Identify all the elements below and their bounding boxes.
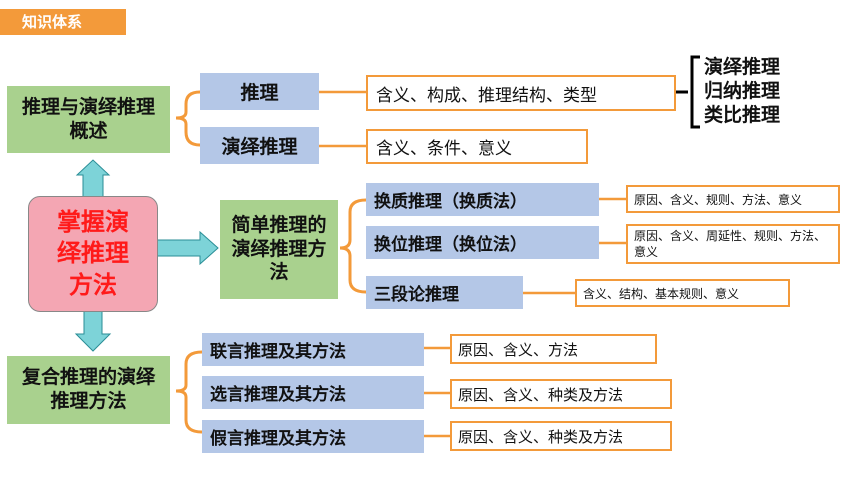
center-topic-text: 掌握演绎推理方法: [57, 208, 129, 299]
item-yanyi: 演绎推理: [200, 127, 319, 164]
item-xuanyan-label: 选言推理及其方法: [210, 385, 346, 405]
item-lianyan-label: 联言推理及其方法: [210, 342, 346, 362]
brace-s1: [175, 90, 201, 147]
detail-tuili-text: 含义、构成、推理结构、类型: [376, 85, 597, 106]
item-tuili-label: 推理: [240, 82, 279, 104]
detail-huanzhi-text: 原因、含义、规则、方法、意义: [634, 192, 803, 207]
brace-s2: [339, 198, 367, 294]
brace-types: [690, 55, 700, 129]
type-deductive: 演绎推理: [704, 56, 781, 78]
types-list: 演绎推理 归纳推理 类比推理: [704, 55, 780, 127]
section-simple-label: 简单推理的演绎推理方法: [220, 200, 338, 299]
item-huanzhi-label: 换质推理（换质法）: [374, 192, 527, 212]
brace-s3: [175, 350, 203, 434]
section-compound-label: 复合推理的演绎推理方法: [7, 356, 170, 424]
detail-yanyi-text: 含义、条件、意义: [376, 139, 512, 159]
item-sanduanlun: 三段论推理: [366, 276, 523, 309]
item-jiayan-label: 假言推理及其方法: [210, 429, 346, 449]
detail-tuili: 含义、构成、推理结构、类型: [366, 75, 676, 111]
detail-huanwei-text: 原因、含义、周延性、规则、方法、意义: [634, 229, 827, 259]
detail-jiayan: 原因、含义、种类及方法: [450, 421, 672, 451]
item-huanwei-label: 换位推理（换位法）: [374, 235, 527, 255]
detail-huanwei: 原因、含义、周延性、规则、方法、意义: [626, 224, 840, 264]
section-simple-text: 简单推理的演绎推理方法: [231, 213, 327, 284]
detail-jiayan-text: 原因、含义、种类及方法: [458, 427, 624, 446]
detail-xuanyan: 原因、含义、种类及方法: [450, 379, 672, 409]
detail-huanzhi: 原因、含义、规则、方法、意义: [626, 185, 840, 213]
arrow-down: [74, 310, 112, 352]
detail-lianyan: 原因、含义、方法: [450, 334, 657, 364]
item-lianyan: 联言推理及其方法: [202, 333, 424, 366]
item-yanyi-label: 演绎推理: [221, 136, 298, 158]
header-tag: 知识体系: [0, 9, 126, 35]
arrow-right: [154, 230, 219, 266]
item-huanwei: 换位推理（换位法）: [366, 226, 599, 259]
item-huanzhi: 换质推理（换质法）: [366, 183, 599, 216]
item-jiayan: 假言推理及其方法: [202, 420, 424, 453]
detail-xuanyan-text: 原因、含义、种类及方法: [458, 385, 624, 404]
item-xuanyan: 选言推理及其方法: [202, 376, 424, 409]
detail-sanduanlun-text: 含义、结构、基本规则、意义: [583, 286, 740, 301]
type-analogical: 类比推理: [704, 104, 781, 126]
section-compound-text: 复合推理的演绎推理方法: [21, 366, 155, 412]
section-overview-label: 推理与演绎推理概述: [7, 86, 170, 153]
item-tuili: 推理: [200, 73, 319, 110]
center-topic: 掌握演绎推理方法: [28, 196, 158, 312]
item-sanduanlun-label: 三段论推理: [374, 285, 459, 305]
detail-yanyi: 含义、条件、意义: [366, 129, 588, 164]
type-inductive: 归纳推理: [704, 80, 781, 102]
section-overview-text: 推理与演绎推理概述: [21, 95, 155, 142]
detail-lianyan-text: 原因、含义、方法: [458, 340, 579, 359]
detail-sanduanlun: 含义、结构、基本规则、意义: [575, 279, 790, 307]
